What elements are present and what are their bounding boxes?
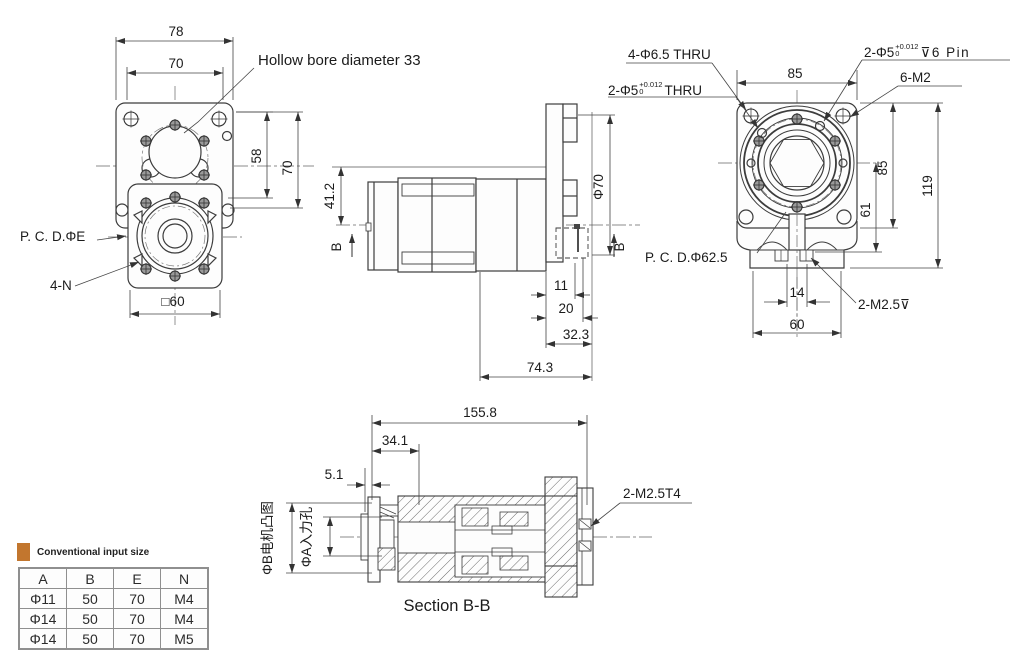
dim-41-2: 41.2 — [322, 183, 337, 209]
legend-swatch — [17, 543, 30, 561]
section-view — [340, 476, 652, 598]
tolerance-stack: +0.012 0 — [895, 42, 919, 58]
col-header: B — [66, 567, 114, 589]
side-view-dimensions — [338, 114, 617, 381]
dim-74-3: 74.3 — [527, 360, 553, 375]
table-cell: M4 — [160, 588, 209, 609]
col-header: N — [160, 567, 209, 589]
table-cell: Φ14 — [18, 608, 67, 629]
side-view — [332, 103, 640, 381]
dim-34-1: 34.1 — [382, 433, 408, 448]
callout-prefix: 2-Φ5 — [864, 45, 895, 60]
table-row: Φ11 50 70 M4 — [18, 588, 209, 609]
front-view — [96, 86, 314, 325]
table-cell: 50 — [66, 588, 114, 609]
col-header: A — [18, 567, 67, 589]
rear-view-labels: 4-Φ6.5 THRU 6-M2 85 85 119 61 P. C. D.Φ6… — [628, 47, 935, 332]
table-cell: Φ14 — [18, 628, 67, 650]
side-view-labels: 41.2 B B Φ70 11 20 32.3 74.3 — [322, 174, 627, 375]
dim-85-top: 85 — [787, 66, 802, 81]
dim-155-8: 155.8 — [463, 405, 497, 420]
callout-2-phi5-pin: 2-Φ5 +0.012 0 ⊽6 Pin — [864, 42, 971, 61]
dim-70-top: 70 — [168, 56, 183, 71]
input-size-legend: Conventional input size — [17, 543, 149, 561]
section-view-dimensions — [286, 415, 692, 574]
dim-phi70: Φ70 — [591, 174, 606, 200]
label-pcd-e: P. C. D.ΦE — [20, 229, 85, 244]
label-motor-boss: ΦB电机凸图 — [260, 501, 275, 575]
label-4n: 4-N — [50, 278, 72, 293]
callout-2-m25: 2-M2.5⊽ — [858, 297, 910, 312]
dim-14: 14 — [789, 285, 805, 300]
table-cell: 70 — [113, 628, 161, 650]
table-row: Φ14 50 70 M5 — [18, 628, 209, 650]
dim-32-3: 32.3 — [563, 327, 589, 342]
rear-view — [718, 90, 882, 340]
callout-4-phi65: 4-Φ6.5 THRU — [628, 47, 711, 62]
dim-78: 78 — [168, 24, 183, 39]
callout-prefix: 2-Φ5 — [608, 83, 639, 98]
input-size-table: A B E N Φ11 50 70 M4 Φ14 50 70 M4 Φ14 50… — [18, 567, 209, 650]
callout-suffix: ⊽6 Pin — [920, 45, 971, 60]
dim-square-60: □60 — [161, 294, 184, 309]
label-input-hole: ΦA入力孔 — [299, 506, 314, 567]
dim-58: 58 — [249, 148, 264, 163]
section-b-right: B — [612, 242, 627, 251]
dim-11: 11 — [554, 278, 568, 293]
table-row: Φ14 50 70 M4 — [18, 608, 209, 629]
table-cell: 70 — [113, 588, 161, 609]
table-header-row: A B E N — [18, 567, 209, 589]
rear-view-dimensions — [608, 59, 1010, 338]
table-cell: M4 — [160, 608, 209, 629]
section-view-labels: 155.8 34.1 5.1 ΦB电机凸图 ΦA入力孔 2-M2.5T4 Sec… — [260, 405, 681, 615]
callout-2-m25t4: 2-M2.5T4 — [623, 486, 681, 501]
dim-20: 20 — [558, 301, 573, 316]
front-view-labels: 78 70 Hollow bore diameter 33 58 70 P. C… — [20, 24, 421, 309]
dim-119: 119 — [920, 175, 935, 197]
table-cell: M5 — [160, 628, 209, 650]
dim-70-right: 70 — [280, 160, 295, 175]
note-hollow-bore: Hollow bore diameter 33 — [258, 52, 421, 69]
table-cell: Φ11 — [18, 588, 67, 609]
callout-6-m2: 6-M2 — [900, 70, 931, 85]
legend-label: Conventional input size — [37, 546, 150, 558]
callout-2-phi5-thru: 2-Φ5 +0.012 0 THRU — [608, 80, 702, 98]
dim-61: 61 — [858, 202, 873, 217]
table-cell: 70 — [113, 608, 161, 629]
dim-5-1: 5.1 — [325, 467, 344, 482]
section-b-left: B — [329, 242, 344, 251]
dim-85-right: 85 — [875, 160, 890, 175]
callout-suffix: THRU — [664, 83, 702, 98]
table-cell: 50 — [66, 608, 114, 629]
section-title: Section B-B — [403, 597, 490, 615]
tolerance-stack: +0.012 0 — [639, 80, 663, 96]
table-cell: 50 — [66, 628, 114, 650]
dim-60: 60 — [789, 317, 804, 332]
front-view-dimensions — [74, 37, 303, 318]
col-header: E — [113, 567, 161, 589]
label-pcd-62-5: P. C. D.Φ62.5 — [645, 250, 728, 265]
